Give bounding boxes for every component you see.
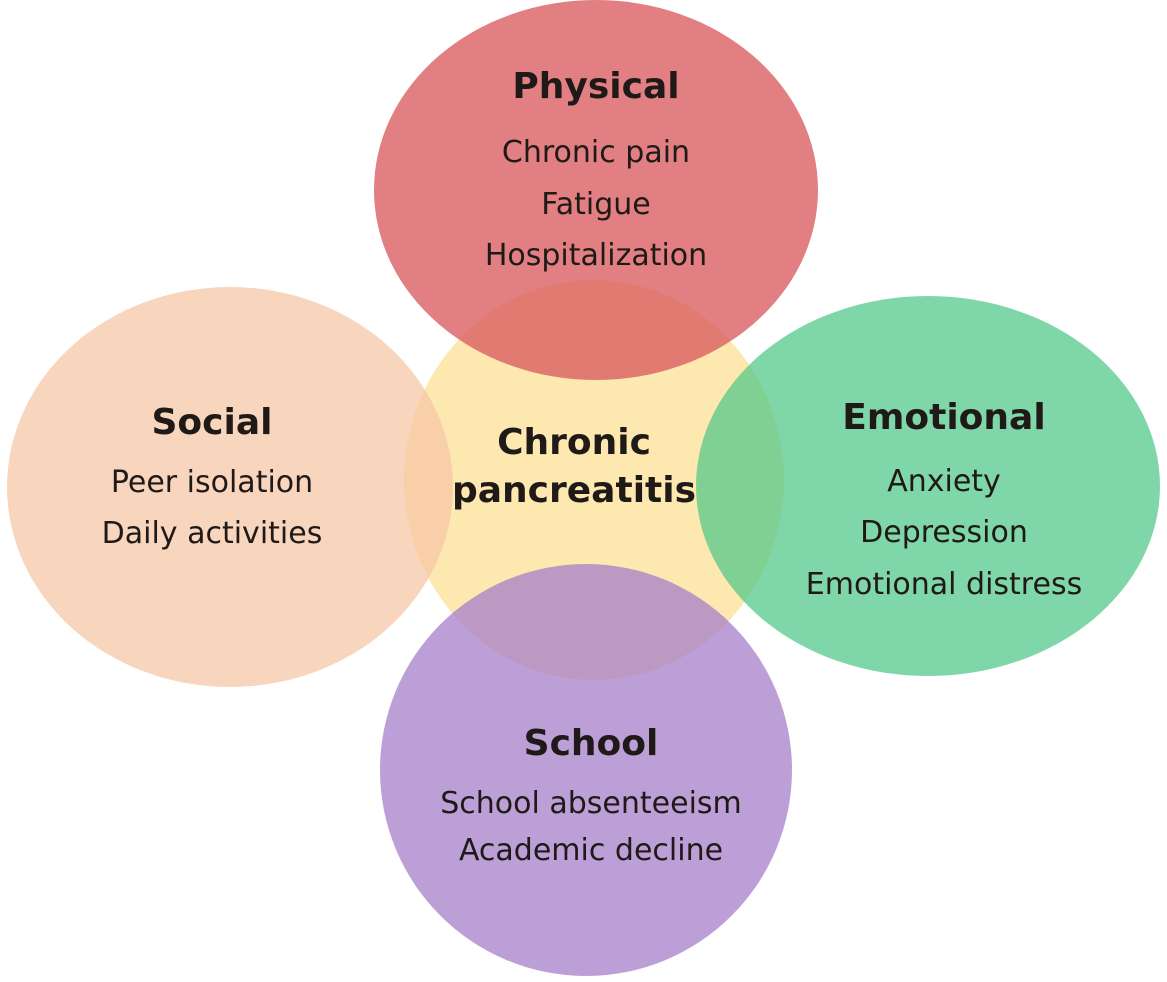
center-group: Chronic pancreatitis [452,422,696,511]
school-circle [380,564,792,976]
emotional-item: Anxiety [887,464,1001,499]
social-circle [7,287,453,687]
emotional-item: Emotional distress [806,567,1082,602]
physical-circle [374,0,818,380]
diagram-shapes [7,0,1160,976]
school-item: School absenteeism [440,786,742,821]
center-title-line2: pancreatitis [452,470,696,511]
emotional-circle [696,296,1160,676]
emotional-item: Depression [860,515,1028,550]
physical-item: Chronic pain [502,135,690,170]
school-group: School School absenteeism Academic decli… [440,723,742,868]
social-item: Daily activities [102,516,323,551]
emotional-title: Emotional [842,397,1045,438]
center-title-line1: Chronic [497,422,651,463]
school-title: School [524,723,659,764]
social-item: Peer isolation [111,465,313,500]
center-circle [404,280,784,680]
school-item: Academic decline [459,833,723,868]
physical-title: Physical [512,66,679,107]
physical-group: Physical Chronic pain Fatigue Hospitaliz… [485,66,707,273]
social-title: Social [152,402,273,443]
physical-item: Fatigue [541,187,651,222]
social-group: Social Peer isolation Daily activities [102,402,323,551]
physical-item: Hospitalization [485,238,707,273]
emotional-group: Emotional Anxiety Depression Emotional d… [806,397,1082,602]
